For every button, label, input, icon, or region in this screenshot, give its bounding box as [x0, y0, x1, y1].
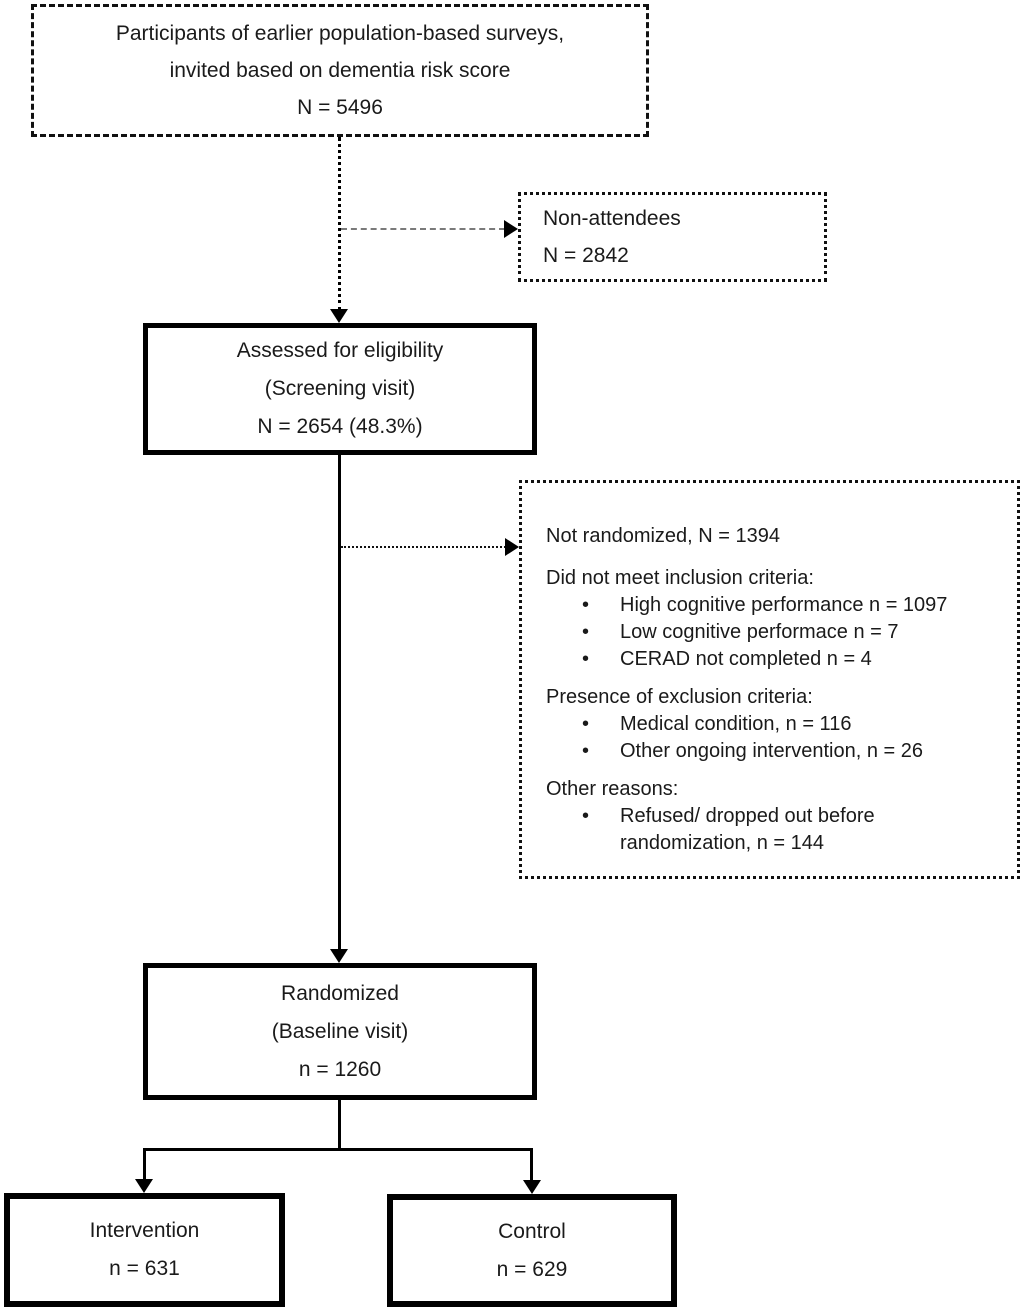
- box-text-line: Control: [498, 1219, 566, 1243]
- box-text-line: Intervention: [89, 1219, 200, 1242]
- arrow-right-icon: [504, 220, 518, 238]
- list-item-text: CERAD not completed n = 4: [620, 648, 872, 670]
- box-text-line: n = 629: [496, 1257, 568, 1281]
- connector-to-not-randomized: [341, 546, 506, 548]
- box-intervention-arm: Intervention n = 631: [4, 1193, 285, 1307]
- arrow-down-icon: [330, 949, 348, 963]
- list-item: • Medical condition, n = 116: [546, 711, 999, 738]
- box-text-line: (Screening visit): [264, 377, 416, 400]
- bullet-icon: •: [582, 713, 590, 735]
- section-heading: Presence of exclusion criteria:: [546, 686, 813, 708]
- list-item-text: Low cognitive performace n = 7: [620, 621, 899, 643]
- section-heading: Other reasons:: [546, 778, 679, 800]
- connector-split-horizontal: [143, 1148, 533, 1151]
- bullet-icon: •: [582, 648, 590, 670]
- bullet-icon: •: [582, 805, 590, 827]
- box-text-line: invited based on dementia risk score: [169, 59, 511, 82]
- box-text-line: n = 631: [109, 1257, 180, 1280]
- box-control-arm: Control n = 629: [387, 1194, 677, 1307]
- box-assessed-for-eligibility: Assessed for eligibility (Screening visi…: [143, 323, 537, 455]
- box-non-attendees: Non-attendees N = 2842: [518, 192, 827, 282]
- connector-to-non-attendees: [341, 228, 505, 230]
- box-text-line: Participants of earlier population-based…: [115, 22, 565, 45]
- list-item-text: High cognitive performance n = 1097: [620, 594, 948, 616]
- box-not-randomized: Not randomized, N = 1394 Did not meet in…: [519, 480, 1020, 879]
- arrow-down-icon: [523, 1180, 541, 1194]
- bullet-icon: •: [582, 594, 590, 616]
- box-text-line: N = 2842: [543, 244, 629, 267]
- box-text-line: Assessed for eligibility: [236, 339, 444, 362]
- box-invited-participants: Participants of earlier population-based…: [31, 4, 649, 137]
- arrow-down-icon: [330, 309, 348, 323]
- box-text-line: N = 5496: [297, 96, 383, 119]
- section-heading: Did not meet inclusion criteria:: [546, 567, 814, 589]
- connector-to-intervention: [143, 1148, 146, 1181]
- list-item: • Low cognitive performace n = 7: [546, 619, 999, 646]
- connector-invited-to-assessed: [338, 137, 341, 311]
- list-item-text: Medical condition, n = 116: [620, 713, 852, 735]
- box-text-line: Randomized: [281, 981, 399, 1005]
- connector-to-control: [530, 1148, 533, 1182]
- box-text-line: N = 2654 (48.3%): [257, 415, 423, 438]
- not-randomized-title: Not randomized, N = 1394: [546, 525, 781, 547]
- connector-randomized-stem: [338, 1098, 341, 1150]
- arrow-down-icon: [135, 1179, 153, 1193]
- list-item-text: Refused/ dropped out before randomizatio…: [620, 805, 875, 854]
- connector-assessed-to-randomized: [338, 455, 341, 951]
- list-item: • High cognitive performance n = 1097: [546, 592, 999, 619]
- box-text-line: n = 1260: [298, 1057, 382, 1081]
- exclusion-section: Other reasons: • Refused/ dropped out be…: [546, 776, 999, 857]
- list-item: • Refused/ dropped out before randomizat…: [546, 803, 999, 857]
- list-item: • Other ongoing intervention, n = 26: [546, 738, 999, 765]
- bullet-icon: •: [582, 740, 590, 762]
- box-randomized: Randomized (Baseline visit) n = 1260: [143, 963, 537, 1100]
- exclusion-section: Did not meet inclusion criteria: • High …: [546, 565, 999, 673]
- box-text-line: Non-attendees: [543, 207, 681, 230]
- list-item: • CERAD not completed n = 4: [546, 646, 999, 673]
- bullet-icon: •: [582, 621, 590, 643]
- box-text-line: (Baseline visit): [271, 1019, 409, 1043]
- arrow-right-icon: [505, 538, 519, 556]
- exclusion-section: Presence of exclusion criteria: • Medica…: [546, 684, 999, 765]
- list-item-text: Other ongoing intervention, n = 26: [620, 740, 923, 762]
